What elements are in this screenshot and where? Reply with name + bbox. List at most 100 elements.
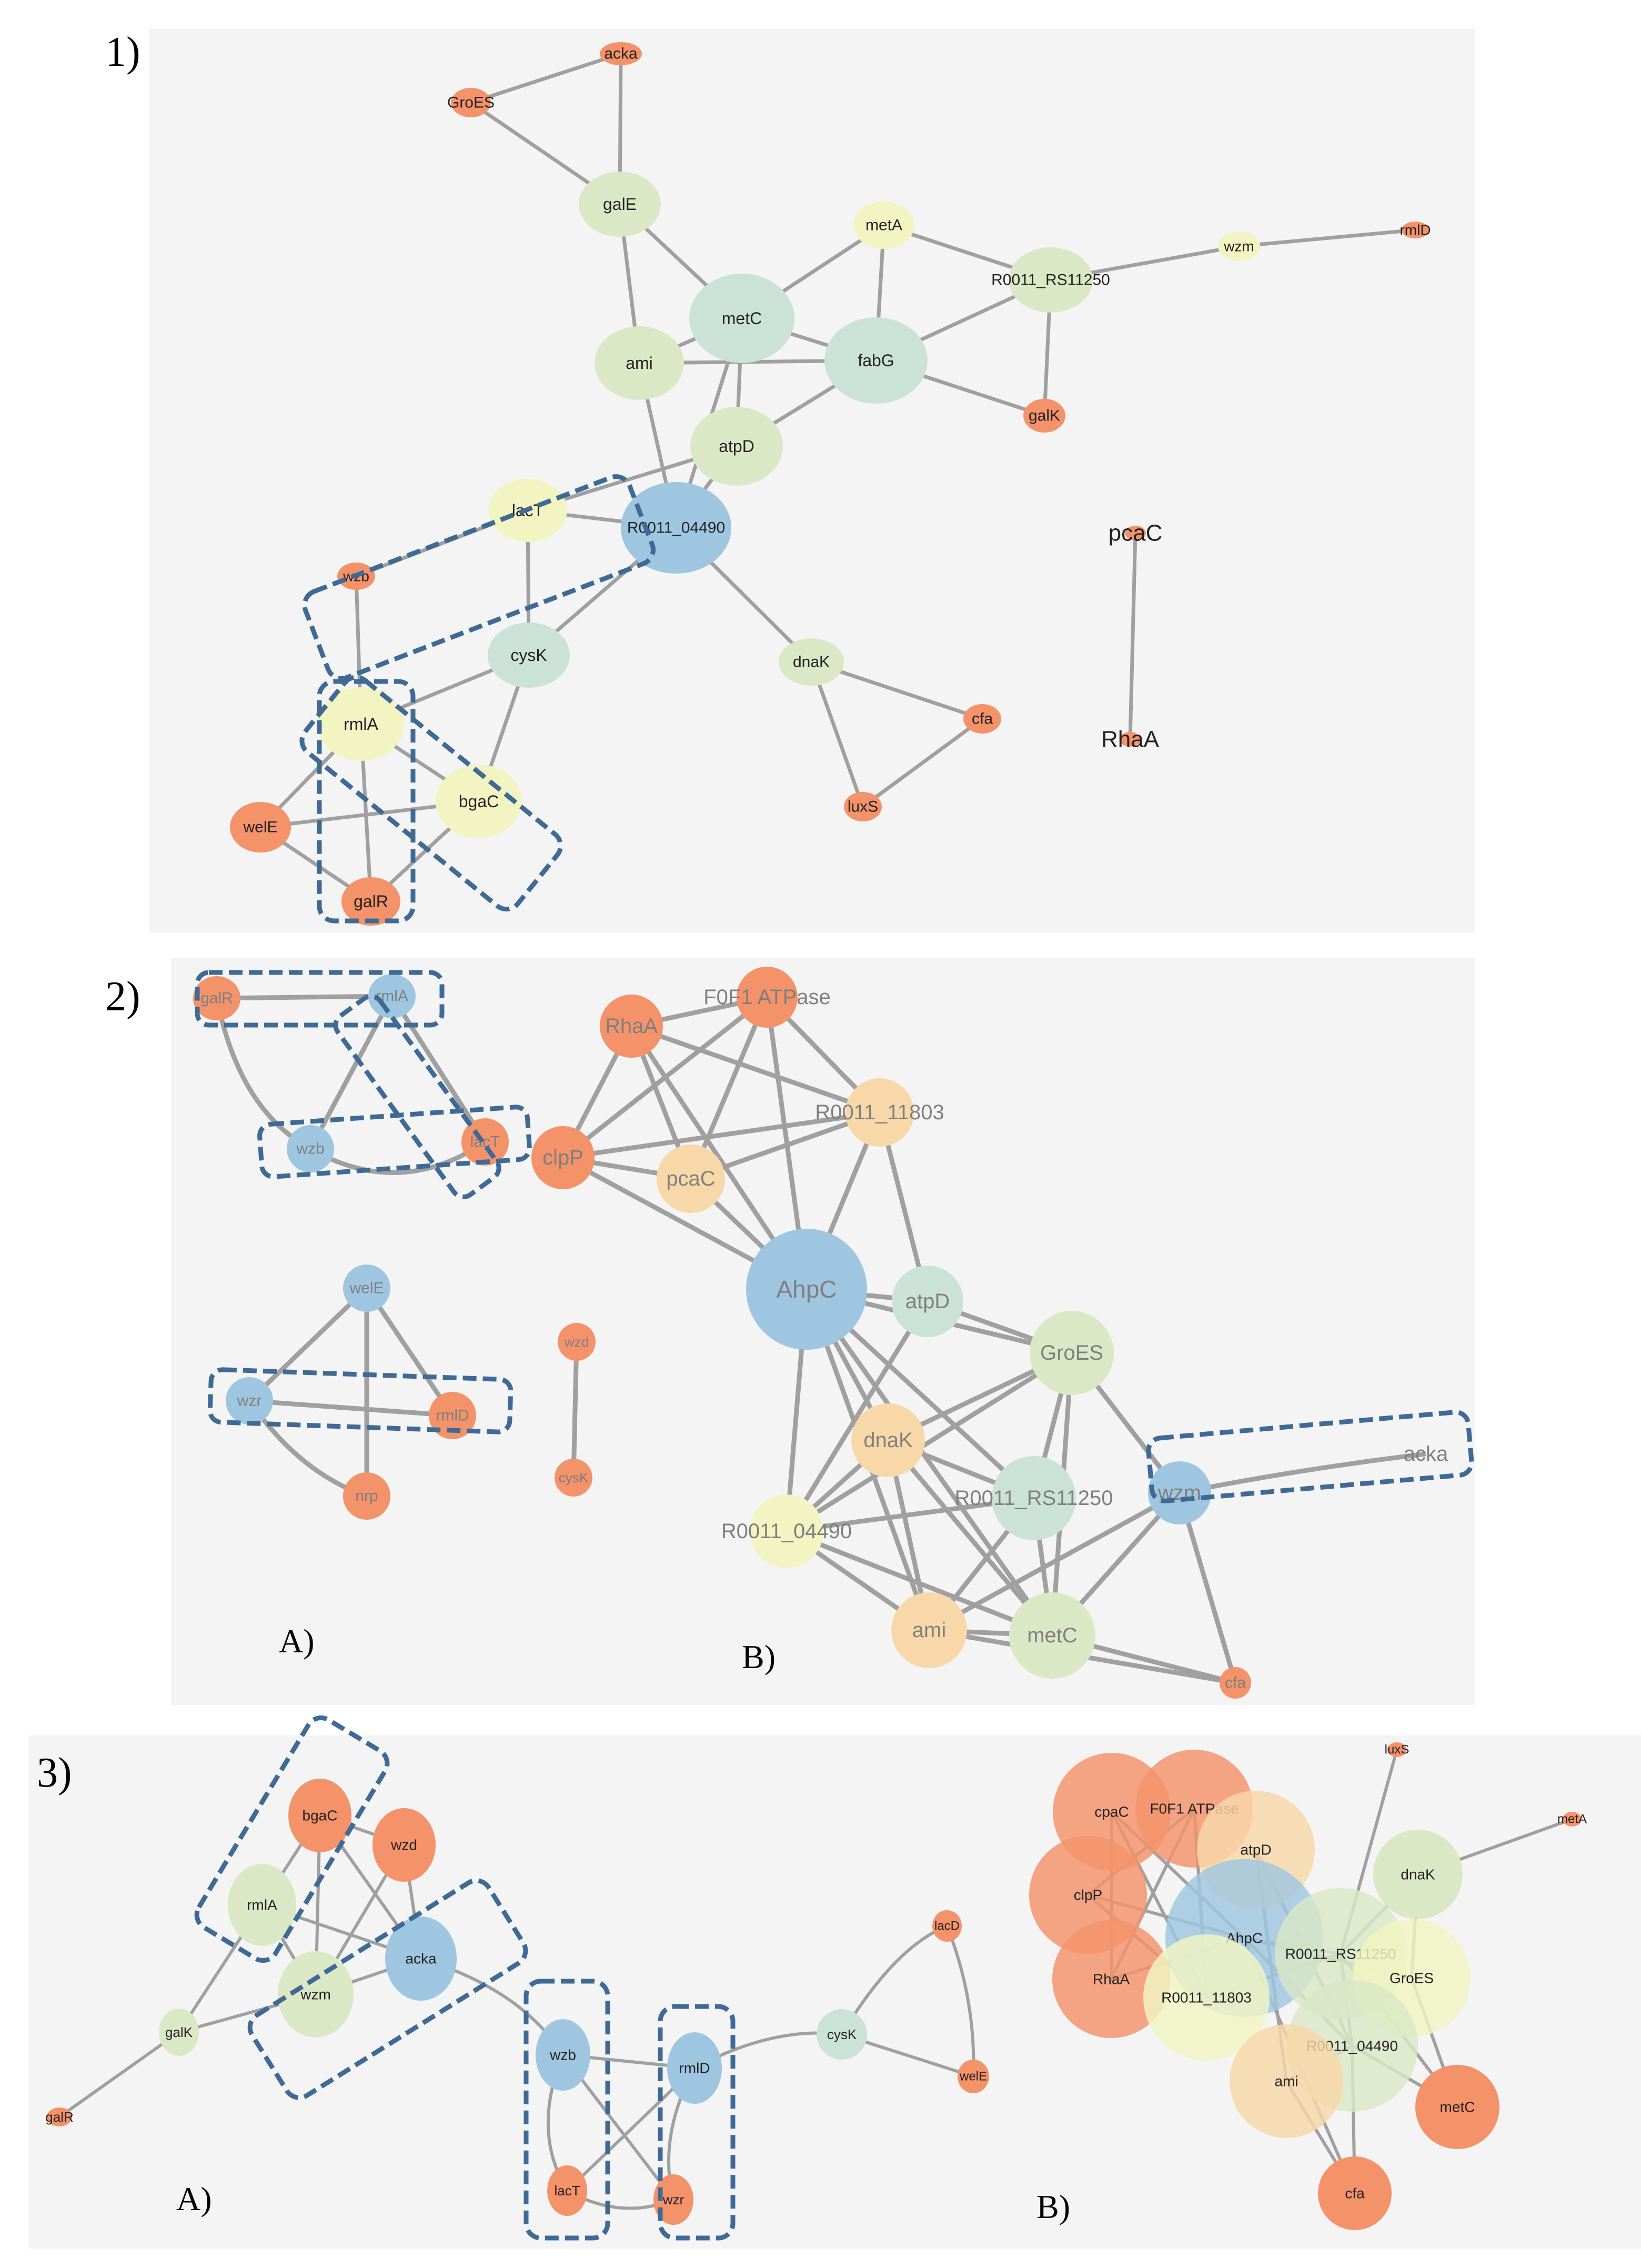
node-circle-p3-luxS (1387, 1742, 1406, 1757)
node-label-p2-wzd: wzd (564, 1334, 589, 1350)
node-label-p3-rmlA: rmlA (247, 1897, 277, 1913)
node-label-p2-R0011_RS11250: R0011_RS11250 (955, 1487, 1113, 1510)
node-circle-p2-wzr (226, 1377, 273, 1424)
node-p1-cysK: cysK (488, 623, 570, 688)
node-circle-p1-metA (853, 202, 914, 249)
node-label-p3-R0011_11803: R0011_11803 (1161, 1990, 1252, 2006)
node-label-p2-rmlD: rmlD (436, 1407, 469, 1424)
node-circle-p1-wzm (1218, 232, 1260, 261)
node-p1-rmlA: rmlA (318, 687, 404, 761)
node-circle-p1-R0011_RS11250 (1009, 247, 1093, 313)
node-circle-p1-luxS (844, 792, 882, 821)
node-label-p2-metC: metC (1027, 1624, 1078, 1647)
node-p3-ami: ami (1230, 2024, 1343, 2138)
edge-p2-clpP-R0011_11803 (562, 1110, 880, 1160)
edge-p2-wzb-lacT (309, 1140, 487, 1175)
node-label-p3-luxS: luxS (1385, 1743, 1410, 1757)
node-label-p1-fabG: fabG (858, 351, 894, 370)
node-p2-GroES: GroES (1030, 1311, 1114, 1395)
node-p2-wzm: wzm (1148, 1461, 1211, 1524)
node-circle-p2-wzd (558, 1323, 596, 1361)
node-circle-p2-atpD (892, 1266, 963, 1337)
panel-2a-label: A) (279, 1622, 315, 1660)
node-label-p3-lacD: lacD (934, 1919, 960, 1933)
node-p2-nrp: nrp (343, 1472, 390, 1520)
edge-p2-welE-wzr (247, 1286, 369, 1403)
node-p2-R0011_11803: R0011_11803 (815, 1078, 944, 1147)
node-label-p2-atpD: atpD (905, 1290, 950, 1313)
node-circle-p1-R0011_04490 (621, 482, 731, 574)
node-circle-p2-ami (891, 1592, 967, 1668)
highlight-box (299, 675, 563, 912)
node-label-p3-GroES: GroES (1390, 1970, 1434, 1986)
edge-p2-welE-rmlD (365, 1287, 455, 1417)
node-p2-wzd: wzd (558, 1323, 596, 1361)
node-p3-metC: metC (1415, 2065, 1499, 2149)
node-label-p3-wzr: wzr (662, 2192, 684, 2207)
node-circle-p1-dnaK (779, 638, 844, 686)
edge-p1-wzm-rmlD (1239, 228, 1416, 248)
node-label-p2-cysK: cysK (559, 1470, 589, 1486)
panel-1-background (149, 29, 1475, 933)
node-label-p1-acka: acka (604, 45, 638, 63)
node-circle-p3-dnaK (1373, 1830, 1463, 1919)
node-circle-p3-welE (958, 2060, 989, 2093)
node-label-p3-bgaC: bgaC (303, 1808, 338, 1824)
node-p2-wzr: wzr (226, 1377, 273, 1424)
node-circle-p3-wzb (536, 2019, 590, 2091)
node-circle-p2-cysK (555, 1459, 592, 1497)
node-circle-p1-fabG (824, 317, 928, 404)
node-p3-welE: welE (958, 2060, 989, 2093)
node-circle-p3-metC (1415, 2065, 1499, 2149)
node-circle-p2-RhaA (600, 995, 663, 1058)
node-p2-R0011_RS11250: R0011_RS11250 (955, 1456, 1113, 1540)
node-label-p3-acka: acka (405, 1951, 437, 1967)
node-p1-fabG: fabG (824, 317, 928, 404)
node-circle-p3-wzm (278, 1951, 354, 2038)
node-circle-p2-rmlD (429, 1392, 476, 1439)
highlight-box (207, 1367, 514, 1434)
edge-p2-wzm-acka (1179, 1451, 1426, 1496)
node-p3-RhaA: RhaA (1052, 1920, 1170, 2038)
node-label-p3-rmlD: rmlD (679, 2060, 710, 2076)
node-p2-clpP: clpP (531, 1126, 595, 1189)
node-label-p1-atpD: atpD (719, 437, 754, 456)
node-circle-p2-welE (343, 1265, 390, 1312)
node-label-p3-wzm: wzm (300, 1986, 331, 2003)
node-p1-wzm: wzm (1218, 232, 1260, 261)
node-p3-cfa: cfa (1318, 2156, 1392, 2230)
node-circle-p3-lacD (932, 1910, 962, 1942)
node-circle-p3-galK (159, 2009, 199, 2056)
node-p1-welE: welE (230, 802, 291, 852)
node-p3-wzm: wzm (278, 1951, 354, 2038)
edge-p3-cysK-lacD (840, 1924, 948, 2035)
node-circle-p3-galR (47, 2108, 72, 2126)
node-circle-p2-wzm (1148, 1461, 1211, 1524)
node-label-p3-metC: metC (1440, 2099, 1475, 2115)
highlight-box (195, 970, 445, 1028)
node-p3-luxS: luxS (1385, 1742, 1410, 1757)
node-circle-p3-wzr (653, 2174, 693, 2225)
node-p1-luxS: luxS (844, 792, 882, 821)
node-p2-cfa: cfa (1220, 1667, 1251, 1699)
node-circle-p1-RhaA (1120, 732, 1141, 747)
node-p1-RhaA: RhaA (1101, 727, 1160, 752)
node-label-p3-welE: welE (959, 2070, 987, 2084)
node-p3-galK: galK (159, 2009, 199, 2056)
node-label-p1-bgaC: bgaC (459, 792, 499, 811)
node-p2-acka: acka (1404, 1442, 1448, 1466)
node-circle-p3-cfa (1318, 2156, 1392, 2230)
node-circle-p2-R0011_04490 (750, 1494, 823, 1568)
highlight-box (333, 993, 501, 1200)
node-circle-p1-rmlA (318, 687, 404, 761)
node-label-p3-cpaC: cpaC (1094, 1804, 1129, 1820)
node-label-p1-rmlD: rmlD (1400, 222, 1431, 238)
edge-p3-galK-galR (58, 2031, 180, 2119)
node-p2-ami: ami (891, 1592, 967, 1668)
node-label-p1-dnaK: dnaK (793, 654, 830, 671)
node-label-p3-wzb: wzb (549, 2047, 576, 2063)
node-label-p1-galR: galR (354, 892, 388, 911)
node-circle-p1-acka (600, 42, 642, 65)
node-p1-R0011_RS11250: R0011_RS11250 (991, 247, 1110, 313)
node-p1-rmlD: rmlD (1400, 222, 1431, 238)
